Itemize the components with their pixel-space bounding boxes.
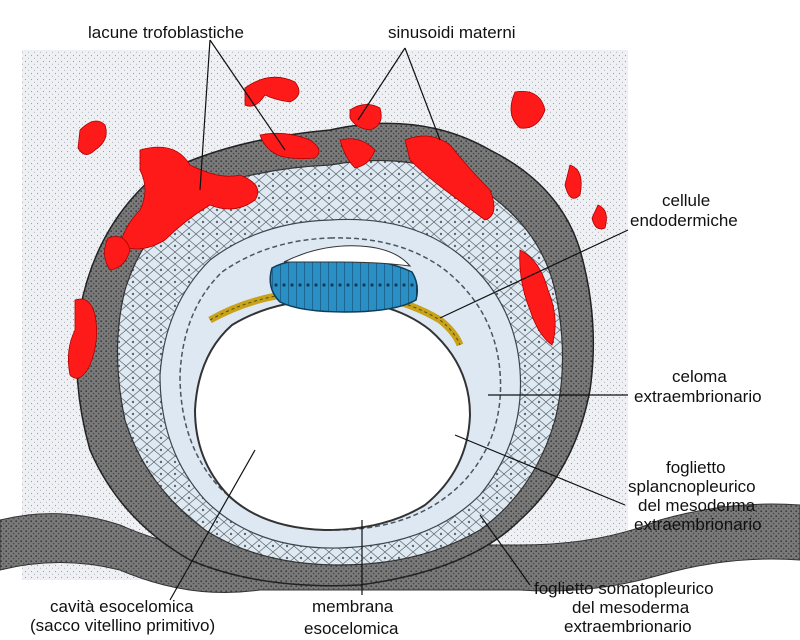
- label-somato-1: foglietto somatopleurico: [534, 579, 714, 598]
- leader-cellule: [439, 229, 629, 319]
- lacuna-6: [67, 298, 98, 379]
- lacuna-2: [259, 132, 320, 160]
- lacuna-3: [339, 138, 376, 169]
- label-sinusoidi-materni: sinusoidi materni: [388, 23, 516, 42]
- label-splanc-2: splancnopleurico: [628, 477, 756, 496]
- label-somato-2: del mesoderma: [572, 598, 690, 617]
- leader-somato: [479, 514, 531, 586]
- label-splanc-3: del mesoderma: [638, 496, 756, 515]
- lacuna-4: [404, 135, 495, 221]
- leader-lacune-a: [199, 39, 211, 191]
- label-splanc-4: extraembrionario: [634, 515, 762, 534]
- leader-splanc: [454, 434, 626, 506]
- label-membrana-1: membrana: [312, 597, 394, 616]
- lacuna-7: [104, 236, 131, 271]
- sinusoid-4: [510, 91, 546, 129]
- sinusoid-5: [564, 164, 582, 199]
- sinusoid-2: [244, 76, 300, 107]
- sinusoid-6: [591, 204, 607, 230]
- leader-cavita: [169, 449, 256, 601]
- sinusoid-1: [77, 120, 107, 155]
- sinusoid-3: [349, 104, 382, 131]
- amniotic-cavity: [283, 245, 412, 267]
- lacuna-5: [519, 249, 556, 346]
- label-cellule-endodermiche-1: cellule: [662, 191, 710, 210]
- label-celoma-2: extraembrionario: [634, 387, 762, 406]
- label-celoma-1: celoma: [672, 367, 727, 386]
- label-splanc-1: foglietto: [666, 458, 726, 477]
- exocoelomic-cavity: [193, 298, 472, 532]
- label-cellule-endodermiche-2: endodermiche: [630, 211, 738, 230]
- leader-sinusoidi-b: [404, 47, 441, 141]
- label-lacune-trofoblastiche: lacune trofoblastiche: [88, 23, 244, 42]
- epiblast: [269, 257, 419, 313]
- lacuna-1: [119, 146, 259, 250]
- label-membrana-2: esocelomica: [304, 619, 399, 638]
- label-cavita-1: cavità esocelomica: [50, 597, 194, 616]
- label-cavita-2: (sacco vitellino primitivo): [30, 616, 215, 635]
- maternal-blood: [67, 76, 607, 379]
- leader-sinusoidi-a: [357, 47, 406, 121]
- leader-lines: [169, 39, 629, 601]
- label-somato-3: extraembrionario: [564, 617, 692, 636]
- leader-lacune-b: [209, 39, 286, 151]
